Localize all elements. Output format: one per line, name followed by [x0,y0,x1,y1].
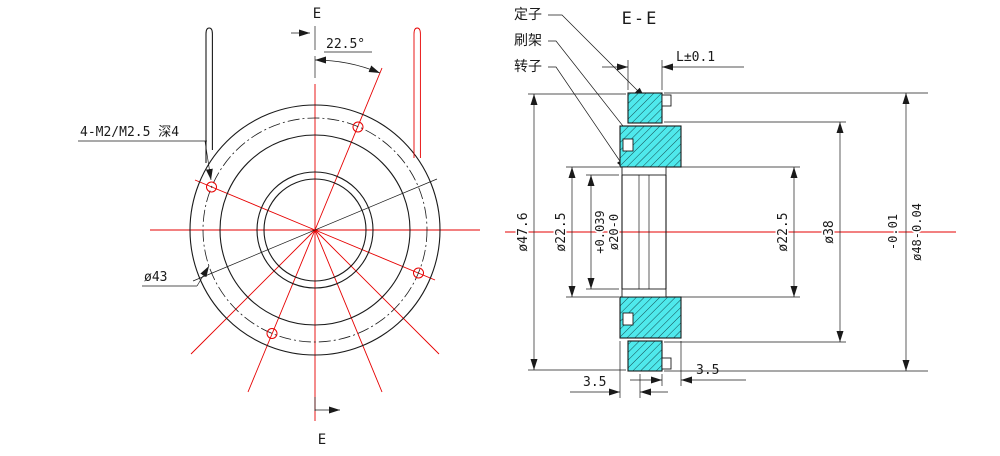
width-3-5-left-label: 3.5 [583,375,606,390]
mounting-hole [413,267,424,279]
part-callouts: 定子 刷架 转子 [514,7,646,171]
lead-wire-red [413,27,421,158]
stator-section-lower [627,340,663,372]
mounting-hole [266,328,278,339]
dim-dia-20: +0.039 ø20-0 [586,174,623,290]
dia-48-tolerance-label: -0.01 [886,214,900,250]
diagonal-diameter-line [192,178,438,282]
width-3-5-right-label: 3.5 [696,363,719,378]
dia-48-label: ø48-0.04 [910,203,924,261]
ray-292-5 [314,229,383,393]
bolt-circle [202,117,428,343]
rotor-label: 转子 [514,59,542,75]
thread-note-leader [204,140,213,181]
section-title: E-E [622,9,659,29]
dim-dia-22-5-left: ø22.5 [553,166,619,298]
bolt-circle-dim-label: ø43 [144,270,167,285]
ray-225 [190,229,316,355]
dim-axial-length: L±0.1 [602,50,744,90]
brush-slot-upper [622,138,634,152]
section-mark-bottom: E [314,397,340,448]
section-mark-top: E [291,6,321,50]
angle-dimension-label: 22.5° [326,37,365,52]
ray-157-5 [194,179,316,231]
dia-38-label: ø38 [822,220,837,243]
angle-dimension-arc [314,56,381,74]
dia-20-tolerance-label: +0.039 [593,210,607,253]
dim-3-5-right: 3.5 [630,341,746,386]
brush-slot-lower [622,312,634,326]
dia-22-5-right-label: ø22.5 [776,212,791,251]
rotor-wall-lower [621,288,667,298]
thread-note-label: 4-M2/M2.5 深4 [80,125,179,140]
dia-20-label: ø20-0 [607,214,621,250]
bolt-circle-dim-leader [196,265,210,287]
rotor-leader [548,66,627,171]
body-circle [219,134,411,326]
dia-22-5-left-label: ø22.5 [554,212,569,251]
section-label-e-top: E [313,6,321,22]
axial-length-label: L±0.1 [676,50,715,65]
dim-dia-48: -0.01 ø48-0.04 [664,92,928,372]
rotor-wall-upper [621,166,667,176]
angle-dimension: 22.5° [314,37,381,78]
ray-67-5 [314,67,383,231]
ray-247-5 [247,229,316,393]
mounting-holes [206,121,424,339]
bore-circle [263,178,367,282]
stator-section-upper [627,92,663,124]
lead-wire-black [205,27,213,163]
stator-label: 定子 [514,7,542,23]
section-view: E-E 定子 刷架 转子 [505,7,956,398]
terminal-block-upper [661,94,672,107]
mounting-hole [352,121,364,133]
brush-holder-leader [548,40,635,141]
rotor-od-circle [256,171,374,289]
terminal-block-lower [661,357,672,370]
cross-section-body [619,92,682,372]
brush-holder-label: 刷架 [514,33,542,49]
thread-note: 4-M2/M2.5 深4 [78,125,213,181]
dim-3-5-left: 3.5 [570,341,668,398]
ray-337-5 [314,229,436,281]
dia-47-6-label: ø47.6 [516,212,531,251]
section-label-e-bottom: E [318,432,326,448]
dim-dia-47-6: ø47.6 [515,93,626,371]
radial-centerlines [190,67,440,393]
bolt-circle-dimension: ø43 [142,265,210,287]
dim-dia-38: ø38 [664,121,846,343]
dim-dia-22-5-right: ø22.5 [668,166,800,298]
mounting-hole [206,181,217,193]
outer-diameter-circle [189,104,441,356]
ray-315 [314,229,440,355]
front-view: E E 22.5° 4-M2/M2.5 深4 ø43 [78,6,480,448]
